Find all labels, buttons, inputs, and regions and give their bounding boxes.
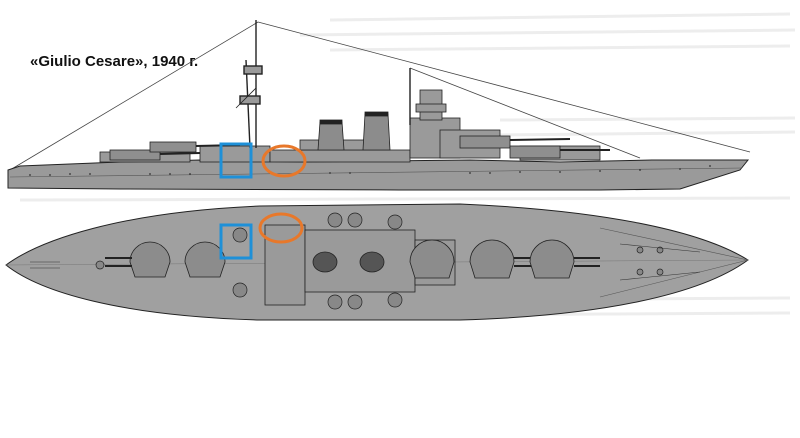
portholes bbox=[29, 165, 711, 176]
bridge-tower bbox=[409, 68, 447, 125]
plan-turret-aft-2 bbox=[184, 241, 226, 278]
mainmast bbox=[235, 20, 263, 149]
side-hull bbox=[7, 159, 750, 191]
plan-turret-mid bbox=[409, 239, 455, 279]
rigging bbox=[9, 21, 751, 171]
plan-secondary-guns bbox=[95, 212, 664, 310]
turret-fore-low bbox=[509, 145, 561, 159]
turret-aft-high bbox=[149, 141, 197, 153]
plan-turret-aft-1 bbox=[129, 241, 171, 278]
side-turrets bbox=[109, 135, 610, 161]
plan-turret-fore-1 bbox=[469, 239, 515, 279]
background-text-ghost bbox=[19, 12, 796, 317]
highlight-circle-plan bbox=[258, 212, 304, 244]
caption: «Giulio Cesare», 1940 г. bbox=[30, 53, 199, 70]
plan-turrets bbox=[105, 239, 600, 279]
funnel-aft bbox=[317, 121, 345, 151]
top-plan-view bbox=[5, 203, 749, 321]
funnel-fore bbox=[362, 113, 391, 151]
highlight-circle-side bbox=[261, 144, 307, 178]
funnels bbox=[317, 111, 391, 151]
highlight-square-side bbox=[219, 142, 253, 179]
plan-funnels bbox=[312, 251, 385, 273]
turret-aft-low bbox=[109, 149, 161, 161]
side-profile-view bbox=[7, 20, 751, 191]
turret-fore-high bbox=[459, 135, 511, 149]
highlight-square-plan bbox=[219, 223, 253, 260]
plan-turret-fore-2 bbox=[529, 239, 575, 279]
